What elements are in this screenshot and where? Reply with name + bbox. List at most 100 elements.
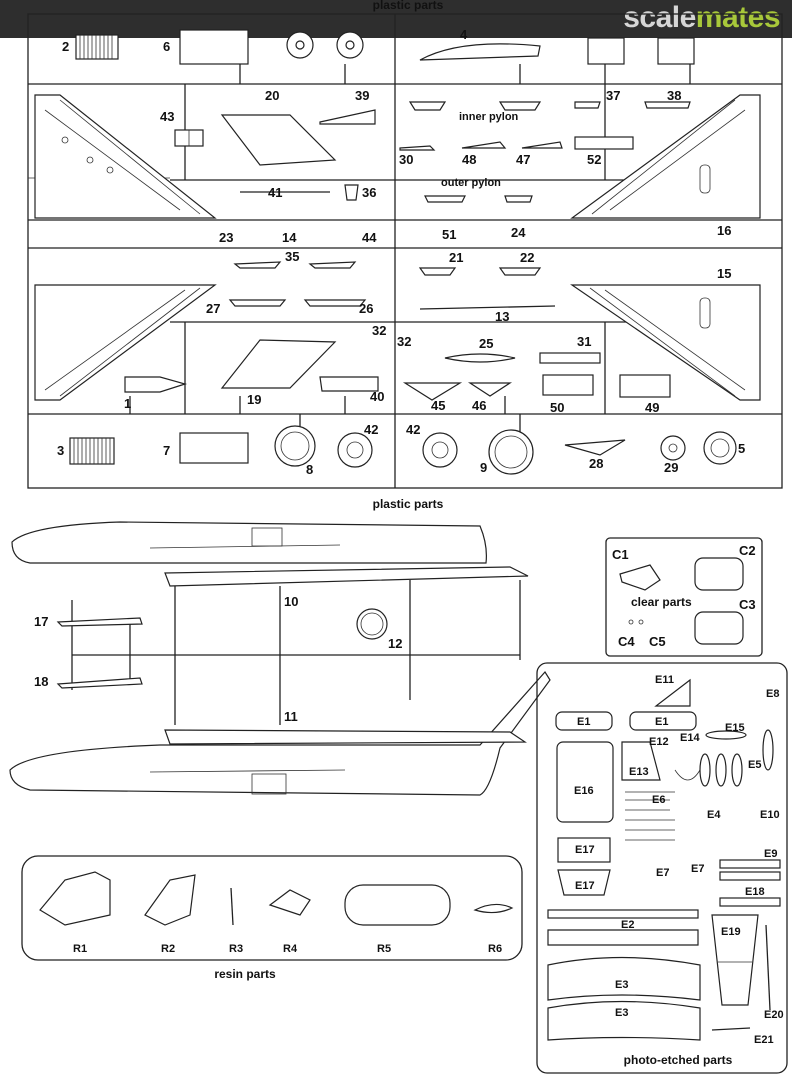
part-31 (539, 352, 601, 364)
svg-text:E15: E15 (725, 722, 745, 734)
resin-parts-panel: R1 R2 R3 R4 R5 R6 resin parts (21, 855, 523, 981)
svg-text:22: 22 (520, 250, 534, 265)
svg-text:6: 6 (163, 39, 170, 54)
decal-strip-2 (75, 34, 119, 60)
svg-text:10: 10 (284, 594, 298, 609)
svg-text:E3: E3 (615, 1007, 628, 1019)
svg-text:2: 2 (62, 39, 69, 54)
svg-text:R2: R2 (161, 943, 175, 955)
part-4 (419, 43, 541, 61)
svg-text:E17: E17 (575, 880, 595, 892)
svg-text:41: 41 (268, 185, 282, 200)
svg-text:E10: E10 (760, 809, 780, 821)
part-45 (402, 382, 463, 401)
svg-text:37: 37 (606, 88, 620, 103)
svg-text:C1: C1 (612, 547, 629, 562)
svg-text:48: 48 (462, 152, 476, 167)
part-35b (308, 261, 357, 269)
svg-text:1: 1 (124, 396, 131, 411)
wheel-5 (703, 431, 737, 465)
svg-text:E18: E18 (745, 886, 765, 898)
svg-text:E7: E7 (691, 863, 704, 875)
svg-text:5: 5 (738, 441, 745, 456)
svg-text:38: 38 (667, 88, 681, 103)
part-20 (220, 114, 337, 166)
svg-text:15: 15 (717, 266, 731, 281)
svg-text:25: 25 (479, 336, 493, 351)
svg-text:inner pylon: inner pylon (459, 111, 519, 123)
part-46 (467, 382, 513, 397)
svg-text:E3: E3 (615, 979, 628, 991)
outer-pylon-parts (424, 195, 533, 203)
fuselage-labels: 17 10 12 18 11 (34, 594, 402, 724)
wheel-9 (488, 429, 534, 475)
svg-text:C5: C5 (649, 634, 666, 649)
watermark-bar: scalemates (0, 0, 792, 38)
svg-text:47: 47 (516, 152, 530, 167)
wheel-8 (274, 425, 316, 467)
wheel-42-left (337, 432, 373, 468)
svg-text:40: 40 (370, 389, 384, 404)
part-47 (521, 141, 563, 149)
part-27 (228, 299, 287, 307)
svg-text:clear parts: clear parts (631, 595, 692, 609)
fuselage-sprue (9, 521, 551, 796)
part-30 (399, 145, 436, 151)
svg-text:35: 35 (285, 249, 299, 264)
svg-text:R5: R5 (377, 943, 391, 955)
part-22 (498, 267, 542, 276)
svg-text:31: 31 (577, 334, 591, 349)
svg-text:E1: E1 (577, 716, 590, 728)
svg-text:42: 42 (406, 422, 420, 437)
svg-text:E7: E7 (656, 867, 669, 879)
svg-text:13: 13 (495, 309, 509, 324)
svg-text:26: 26 (359, 301, 373, 316)
clear-parts-panel: C1 C2 C3 C4 C5 clear parts (605, 537, 763, 657)
svg-text:E13: E13 (629, 766, 649, 778)
part-39 (319, 109, 376, 125)
svg-text:R6: R6 (488, 943, 502, 955)
svg-text:E1: E1 (655, 716, 668, 728)
part-38-top (657, 37, 695, 65)
svg-text:E14: E14 (680, 732, 700, 744)
svg-text:R3: R3 (229, 943, 243, 955)
part-35a (233, 261, 282, 269)
caption-plastic-top: plastic parts (373, 0, 444, 12)
caption-plastic-mid: plastic parts (373, 497, 444, 511)
svg-text:16: 16 (717, 223, 731, 238)
svg-text:50: 50 (550, 400, 564, 415)
svg-text:21: 21 (449, 250, 463, 265)
svg-text:photo-etched parts: photo-etched parts (624, 1053, 733, 1067)
part-25 (444, 353, 516, 363)
svg-text:32: 32 (372, 323, 386, 338)
part-19 (220, 339, 337, 389)
svg-text:E17: E17 (575, 844, 595, 856)
svg-text:E11: E11 (655, 674, 674, 686)
svg-text:17: 17 (34, 614, 48, 629)
svg-text:42: 42 (364, 422, 378, 437)
svg-text:E19: E19 (721, 926, 741, 938)
svg-text:R1: R1 (73, 943, 87, 955)
svg-text:19: 19 (247, 392, 261, 407)
inner-pylon-parts (408, 101, 691, 111)
svg-text:E5: E5 (748, 759, 761, 771)
svg-text:R4: R4 (283, 943, 298, 955)
svg-text:outer pylon: outer pylon (441, 177, 501, 189)
svg-text:E4: E4 (707, 809, 721, 821)
wing-upper-right (570, 94, 761, 219)
part-48 (461, 141, 507, 149)
svg-text:resin parts: resin parts (214, 967, 276, 981)
svg-text:20: 20 (265, 88, 279, 103)
svg-text:E21: E21 (754, 1034, 774, 1046)
svg-text:52: 52 (587, 152, 601, 167)
svg-text:36: 36 (362, 185, 376, 200)
scalemates-watermark: scalemates (623, 1, 780, 34)
wheel-29 (660, 435, 686, 461)
part-7 (179, 432, 249, 464)
part-28 (564, 439, 626, 456)
wheel-42-right (422, 432, 458, 468)
svg-text:28: 28 (589, 456, 603, 471)
svg-text:23: 23 (219, 230, 233, 245)
svg-text:43: 43 (160, 109, 174, 124)
svg-text:51: 51 (442, 227, 456, 242)
